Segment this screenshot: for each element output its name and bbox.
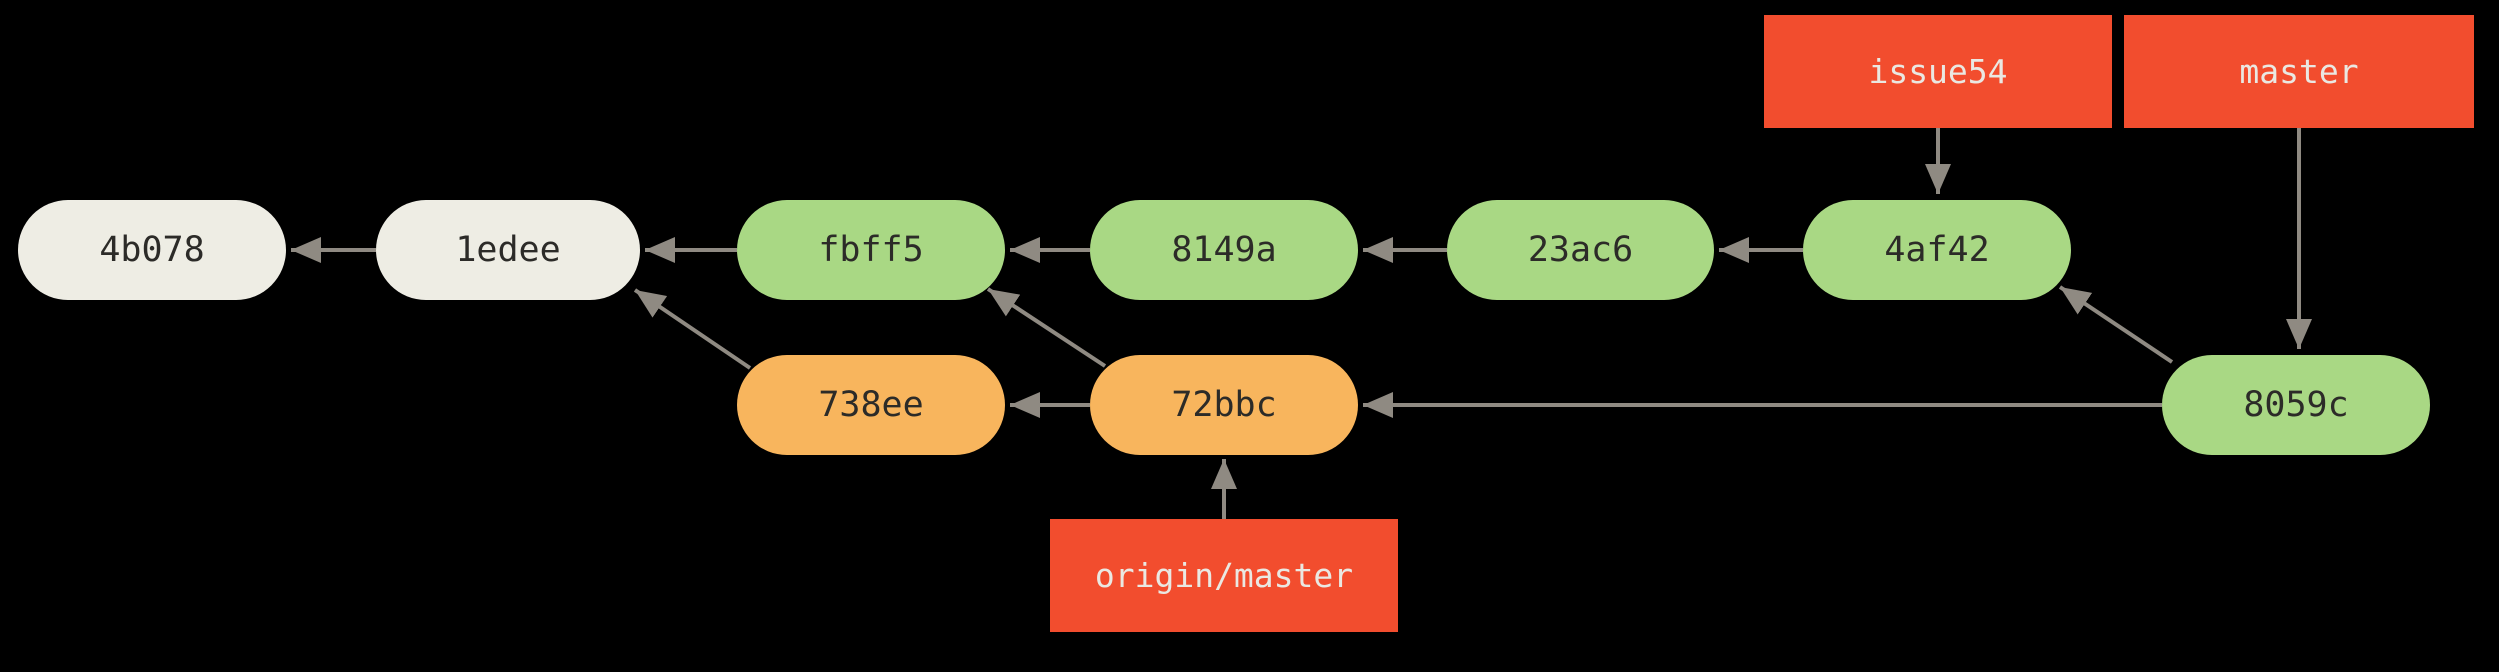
commit-node-8059c: 8059c <box>2162 355 2430 455</box>
edge-72bbc-to-fbff5 <box>986 287 1107 368</box>
edge-group <box>291 128 2312 519</box>
edge-8059c-to-4af42 <box>2058 285 2174 364</box>
commit-node-fbff5: fbff5 <box>737 200 1005 300</box>
branch-label-origin-master: origin/master <box>1050 519 1398 632</box>
commit-node-738ee: 738ee <box>737 355 1005 455</box>
commit-node-4af42: 4af42 <box>1803 200 2071 300</box>
commit-node-23ac6: 23ac6 <box>1447 200 1714 300</box>
commit-node-72bbc: 72bbc <box>1090 355 1358 455</box>
commit-node-4b078: 4b078 <box>18 200 286 300</box>
branch-label-issue54: issue54 <box>1764 15 2112 128</box>
edge-738ee-to-1edee <box>633 288 752 370</box>
commit-node-1edee: 1edee <box>376 200 640 300</box>
branch-label-master: master <box>2124 15 2474 128</box>
commit-node-8149a: 8149a <box>1090 200 1358 300</box>
